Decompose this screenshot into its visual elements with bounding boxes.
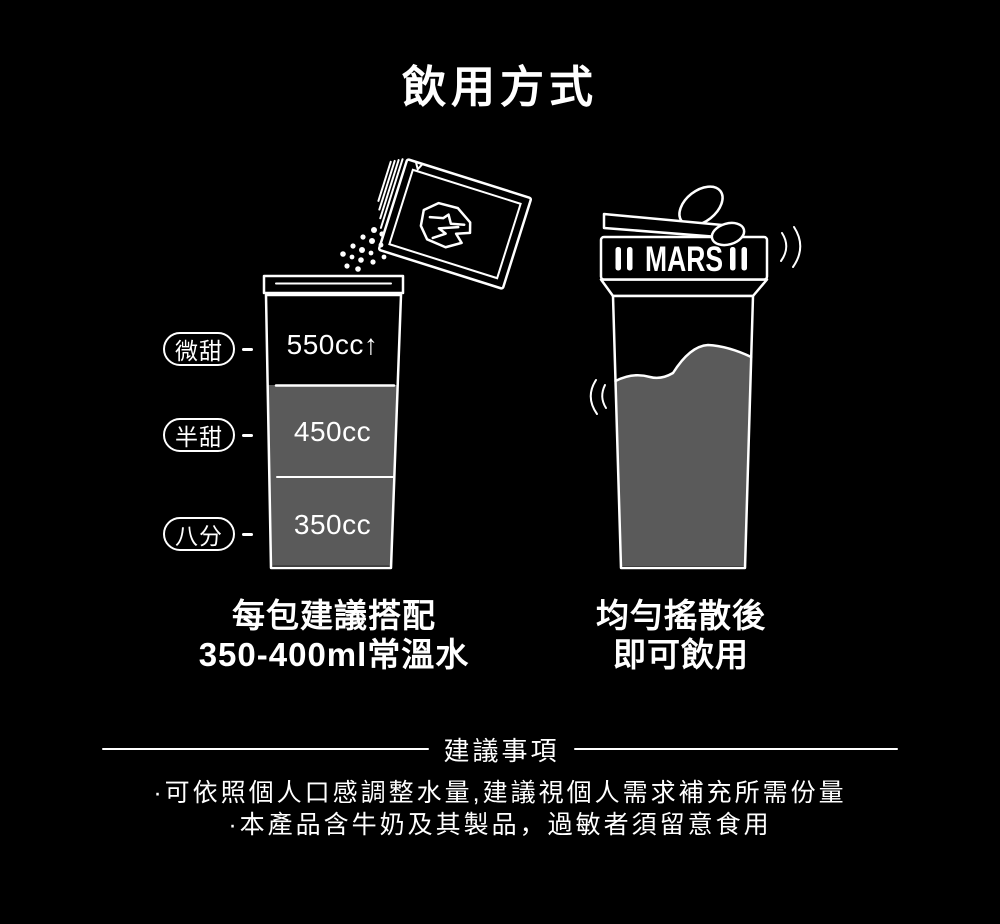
cup-volume-450: 450cc <box>293 416 372 447</box>
pill-connector-dash <box>242 533 253 536</box>
suggestion-item-1: ·可依照個人口感調整水量,建議視個人需求補充所需份量 <box>153 779 847 807</box>
powder-packet-illustration <box>377 158 533 290</box>
pill-connector-dash <box>242 347 253 351</box>
packet-inner-border <box>388 168 522 280</box>
sweetness-pill-bantian: 半甜 <box>163 418 235 452</box>
shake-motion-marks-right <box>780 226 802 268</box>
bottle-caption-line1: 均勻搖散後 <box>596 597 766 634</box>
cup-volume-350: 350cc <box>293 509 372 540</box>
bottle-body-outline <box>611 294 755 570</box>
shaker-bottle-illustration: MARS <box>589 185 802 570</box>
cup-water-fill <box>268 385 398 566</box>
cup-caption-line1: 每包建議搭配 <box>232 597 436 634</box>
measuring-cup-illustration <box>262 274 405 570</box>
suggestion-item-2: ·本產品含牛奶及其製品，過敏者須留意食用 <box>228 811 772 839</box>
powder-dots <box>340 227 387 272</box>
pill-connector-dash <box>242 434 253 437</box>
packet-tear-notch <box>414 160 424 172</box>
bottle-lid-band <box>599 235 769 281</box>
cup-body-outline <box>264 293 403 570</box>
mars-logo-icon <box>419 201 472 249</box>
bottle-caption-line2: 即可飲用 <box>613 636 749 673</box>
divider-line-right <box>573 747 898 751</box>
sweetness-pill-label: 半甜 <box>175 424 223 450</box>
cup-caption: 每包建議搭配 350-400ml常溫水 <box>163 596 505 674</box>
bottle-liquid-fill <box>615 345 752 566</box>
lid-band-vent-bars-left <box>615 247 633 271</box>
bottle-spout-cap <box>710 221 746 247</box>
suggestions-heading: 建議事項 <box>443 735 560 766</box>
suggestions-header: 建議事項 <box>0 733 1000 766</box>
lid-band-vent-bars-right <box>730 247 747 271</box>
bottle-liquid-surface <box>614 343 753 383</box>
sweetness-pill-weitian: 微甜 <box>163 332 235 366</box>
packet-crimp-lines <box>377 158 404 229</box>
shake-motion-marks-left <box>589 379 607 415</box>
bottle-caption: 均勻搖散後 即可飲用 <box>510 596 852 674</box>
page-title: 飲用方式 <box>402 63 598 112</box>
sweetness-pill-label: 微甜 <box>175 338 223 364</box>
cup-volume-550: 550cc↑ <box>286 329 379 360</box>
bottle-neck <box>599 278 769 298</box>
bottle-brand-label: MARS <box>645 240 723 279</box>
cup-caption-line2: 350-400ml常溫水 <box>198 636 470 673</box>
divider-line-left <box>102 747 430 751</box>
sweetness-pill-bafen: 八分 <box>163 517 235 551</box>
sweetness-pill-label: 八分 <box>175 523 223 549</box>
